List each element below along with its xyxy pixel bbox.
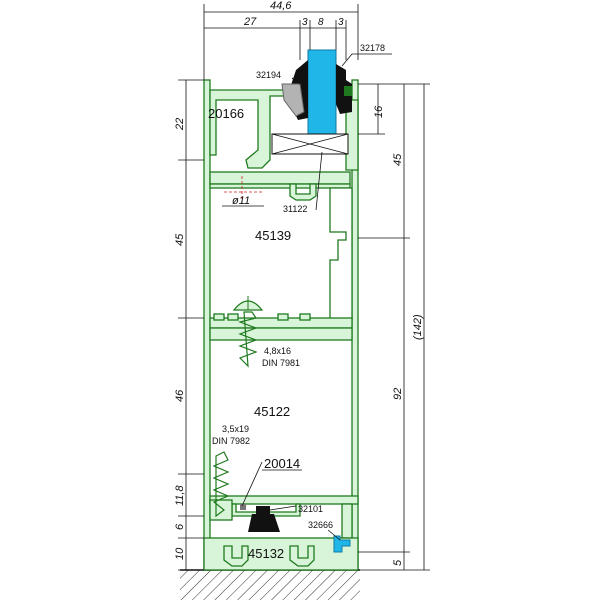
label-32194: 32194	[256, 70, 281, 80]
dimension-lines	[178, 4, 430, 571]
label-45139: 45139	[255, 228, 291, 243]
bottom-gasket	[333, 535, 351, 553]
brush-seal	[248, 506, 280, 532]
dim-right-16: 16	[373, 105, 385, 118]
dim-right-142: (142)	[412, 314, 424, 340]
label-32101: 32101	[298, 504, 323, 514]
label-screw2-size: 3,5x19	[222, 424, 249, 434]
dim-diameter: ø11	[232, 195, 250, 207]
dim-left-11-8: 11,8	[174, 485, 186, 506]
dim-top-3b: 3	[338, 17, 344, 28]
label-screw1-std: DIN 7981	[262, 358, 300, 368]
dim-left-10: 10	[174, 547, 186, 560]
dim-top-27: 27	[243, 16, 257, 28]
dim-left-46: 46	[174, 389, 186, 402]
label-45132: 45132	[248, 546, 284, 561]
screw-48x16	[232, 296, 264, 368]
label-32666: 32666	[308, 520, 333, 530]
dim-right-45: 45	[392, 153, 404, 166]
label-screw1-size: 4,8x16	[264, 346, 291, 356]
screw-35x19	[212, 451, 230, 518]
label-45122: 45122	[254, 404, 290, 419]
dim-top-total: 44,6	[270, 0, 292, 12]
label-31122: 31122	[283, 204, 307, 214]
glass-pane	[307, 49, 337, 135]
dim-left-22: 22	[174, 118, 186, 131]
label-32178: 32178	[360, 43, 385, 53]
label-20014: 20014	[264, 456, 300, 471]
dim-left-45: 45	[174, 233, 186, 246]
dim-right-5: 5	[392, 559, 404, 566]
drain-cover	[240, 504, 246, 510]
setting-block	[271, 133, 349, 155]
leader-lines	[241, 53, 392, 541]
dim-top-8: 8	[318, 17, 324, 28]
diameter-marker	[222, 176, 264, 207]
label-screw2-std: DIN 7982	[212, 436, 250, 446]
frame-profile	[203, 79, 359, 571]
dim-right-92: 92	[392, 388, 404, 400]
glazing-bead	[281, 83, 305, 117]
floor-hatch	[180, 569, 360, 600]
label-20166: 20166	[208, 106, 244, 121]
dim-top-3a: 3	[302, 17, 308, 28]
dim-left-6: 6	[174, 523, 186, 530]
